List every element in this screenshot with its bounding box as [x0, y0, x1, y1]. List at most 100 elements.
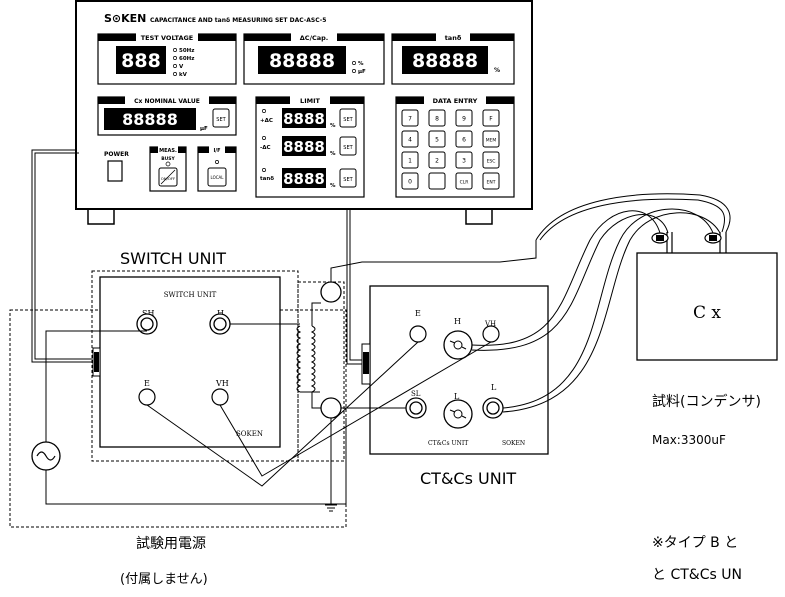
keypad-key-label: 2	[435, 158, 439, 165]
keypad-key-label: 6	[462, 137, 466, 144]
terminal-label-e: E	[144, 379, 150, 388]
nominal-set-label: SET	[216, 117, 226, 123]
keypad-key-label: MEM	[486, 138, 497, 144]
ct-terminal-label-h: H	[454, 317, 461, 326]
limit-digits-minus-dc: 8888	[283, 138, 325, 156]
power-cable	[31, 149, 92, 363]
unit-50hz: 50Hz	[179, 48, 194, 54]
ct-unit-panel-label: CT&Cs UNIT	[428, 440, 468, 447]
if-section: I/F LOCAL	[197, 146, 237, 192]
ct-unit-brand: SOKEN	[502, 440, 525, 447]
limit-set-label: SET	[343, 177, 353, 183]
ct-terminal-label-sl: SL	[411, 390, 421, 398]
measure-to-ct-cable	[346, 209, 362, 365]
ac-to-ground-wire	[45, 418, 347, 505]
ac-source-icon	[31, 441, 61, 471]
limit-title: LIMIT	[300, 97, 320, 105]
remote-indicator-icon	[215, 160, 219, 164]
limit-row-plus-dc: +ΔC 8888 % SET	[260, 108, 357, 129]
keypad-key[interactable]: ENT	[482, 172, 500, 190]
keypad-key[interactable]: 8	[428, 109, 446, 127]
capacitance-digits: 88888	[269, 50, 335, 72]
power-section: POWER	[104, 151, 129, 182]
meas-on-off-button[interactable]: ON/OFF	[158, 167, 178, 187]
model-title: CAPACITANCE AND tanδ MEASURING SET DAC-A…	[150, 17, 326, 24]
capacitance-display	[258, 46, 346, 74]
keypad-key[interactable]: F	[482, 109, 500, 127]
keypad-key-label: 1	[408, 158, 412, 165]
measuring-set-panel: S⊙KEN CAPACITANCE AND tanδ MEASURING SET…	[75, 0, 533, 225]
keypad-key[interactable]: 0	[401, 172, 419, 190]
capacitance-section: ΔC/Cap. 88888 % μF	[243, 33, 385, 85]
switch-unit-panel: SWITCH UNIT SH H E VH SOKEN	[99, 276, 281, 448]
test-voltage-digits: 888	[121, 50, 161, 72]
ct-unit-connector-icon	[361, 343, 371, 385]
switch-unit-brand: SOKEN	[236, 430, 263, 438]
power-switch[interactable]	[107, 160, 123, 182]
keypad-key[interactable]: 1	[401, 151, 419, 169]
limit-set-button-minus-dc[interactable]: SET	[339, 136, 357, 156]
limit-unit-minus-dc: %	[330, 151, 336, 157]
keypad-key[interactable]: 4	[401, 130, 419, 148]
unit-kv: kV	[179, 72, 188, 78]
brand-logo: S⊙KEN	[104, 12, 146, 25]
ct-vh-terminal-icon	[482, 325, 500, 343]
ct-e-terminal-icon	[409, 325, 427, 343]
limit-unit-tan-delta: %	[330, 183, 336, 189]
switch-unit-title: SWITCH UNIT	[120, 249, 226, 268]
keypad-key-label: 5	[435, 137, 439, 144]
limit-row-minus-dc: -ΔC 8888 % SET	[260, 136, 357, 157]
keypad-key[interactable]: 2	[428, 151, 446, 169]
limit-unit-plus-dc: %	[330, 123, 336, 129]
ct-l-terminal-icon	[482, 397, 504, 419]
test-voltage-units: 50Hz 60Hz V kV	[173, 48, 194, 78]
ct-terminal-label-e: E	[415, 309, 421, 318]
terminal-label-vh: VH	[215, 379, 229, 388]
limit-set-button-plus-dc[interactable]: SET	[339, 108, 357, 128]
nominal-set-button[interactable]: SET	[212, 108, 230, 128]
keypad-key[interactable]: 5	[428, 130, 446, 148]
ct-sl-terminal-icon	[405, 397, 427, 419]
transformer-bottom-terminal-icon	[320, 397, 342, 419]
keypad-key[interactable]: 3	[455, 151, 473, 169]
transformer-top-terminal-icon	[320, 281, 342, 303]
keypad-key[interactable]	[428, 172, 446, 190]
ground-icon	[325, 418, 337, 512]
tan-delta-section: tanδ 88888 %	[391, 33, 515, 85]
limit-section: LIMIT +ΔC 8888 % SET -ΔC 8888 %	[255, 96, 365, 198]
keypad-key[interactable]: 7	[401, 109, 419, 127]
keypad-key-label: ESC	[487, 159, 496, 165]
keypad-key[interactable]: 9	[455, 109, 473, 127]
ct-terminal-label-vh: VH	[484, 320, 496, 328]
local-button-label: LOCAL	[211, 175, 225, 180]
keypad-key[interactable]: MEM	[482, 130, 500, 148]
nominal-value-section: Cx NOMINAL VALUE 88888 μF SET	[97, 96, 237, 136]
sample-clip-right-icon	[704, 232, 727, 253]
data-entry-title: DATA ENTRY	[433, 97, 478, 105]
e-terminal-icon	[138, 388, 156, 406]
vh-to-vh-wire	[219, 341, 492, 477]
power-source-label: 試験用電源	[136, 536, 206, 552]
tan-delta-title: tanδ	[445, 34, 462, 42]
keypad-key[interactable]: 6	[455, 130, 473, 148]
nominal-display	[104, 108, 196, 130]
keypad-key[interactable]: CLR	[455, 172, 473, 190]
sample-max: Max:3300uF	[652, 433, 726, 447]
h-terminal-icon	[209, 313, 231, 335]
sh-terminal-icon	[136, 313, 158, 335]
limit-set-button-tan-delta[interactable]: SET	[339, 168, 357, 188]
sample-caption: 試料(コンデンサ)	[652, 393, 761, 410]
nominal-unit: μF	[200, 126, 208, 132]
keypad-key[interactable]: ESC	[482, 151, 500, 169]
local-button[interactable]: LOCAL	[207, 167, 227, 187]
meas-button-label: ON/OFF	[161, 176, 175, 181]
unit-60hz: 60Hz	[179, 56, 194, 62]
limit-label-minus-dc: -ΔC	[260, 145, 271, 151]
keypad-key-label: 9	[462, 116, 466, 123]
vh-terminal-icon	[211, 388, 229, 406]
tan-delta-display	[402, 46, 488, 74]
ac-to-sh-wire	[45, 330, 147, 442]
